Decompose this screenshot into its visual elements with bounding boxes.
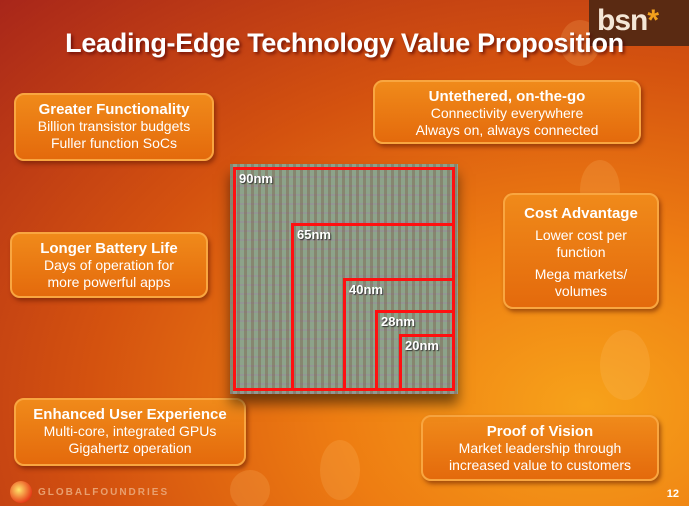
- callout-heading: Greater Functionality: [38, 101, 190, 118]
- callout-proof-of-vision: Proof of Vision Market leadership throug…: [421, 415, 659, 481]
- bsn-logo: bsn*: [589, 0, 689, 46]
- callout-line: Billion transistor budgets: [37, 118, 191, 134]
- callout-heading: Untethered, on-the-go: [428, 88, 586, 105]
- globalfoundries-logo: GLOBALFOUNDRIES: [10, 481, 169, 503]
- callout-user-experience: Enhanced User Experience Multi-core, int…: [14, 398, 246, 466]
- callout-line: function: [556, 244, 606, 260]
- slide-title: Leading-Edge Technology Value Propositio…: [65, 28, 624, 58]
- callout-line: more powerful apps: [47, 274, 171, 290]
- callout-heading: Longer Battery Life: [40, 240, 178, 257]
- callout-line: Market leadership through: [458, 440, 622, 456]
- callout-untethered: Untethered, on-the-go Connectivity every…: [373, 80, 641, 144]
- callout-line: Mega markets/: [534, 266, 628, 282]
- die-shrink-diagram: 90nm 65nm 40nm 28nm 20nm: [230, 164, 458, 394]
- page-number: 12: [666, 488, 679, 500]
- callout-line: volumes: [554, 283, 608, 299]
- callout-battery-life: Longer Battery Life Days of operation fo…: [10, 232, 208, 298]
- callout-heading: Cost Advantage: [524, 205, 638, 222]
- globalfoundries-orb-icon: [10, 481, 32, 503]
- callout-cost-advantage: Cost Advantage Lower cost per function M…: [503, 193, 659, 309]
- callout-line: Lower cost per: [535, 227, 627, 243]
- callout-line: Multi-core, integrated GPUs: [43, 423, 217, 439]
- callout-line: Connectivity everywhere: [430, 105, 584, 121]
- callout-heading: Proof of Vision: [486, 423, 594, 440]
- node-20nm: 20nm: [399, 334, 455, 391]
- callout-line: Days of operation for: [44, 257, 174, 273]
- callout-line: Always on, always connected: [415, 122, 599, 138]
- callout-line: increased value to customers: [448, 457, 632, 473]
- callout-line: Gigahertz operation: [68, 440, 192, 456]
- callout-heading: Enhanced User Experience: [33, 406, 227, 423]
- callout-line: Fuller function SoCs: [50, 135, 178, 151]
- callout-greater-functionality: Greater Functionality Billion transistor…: [14, 93, 214, 161]
